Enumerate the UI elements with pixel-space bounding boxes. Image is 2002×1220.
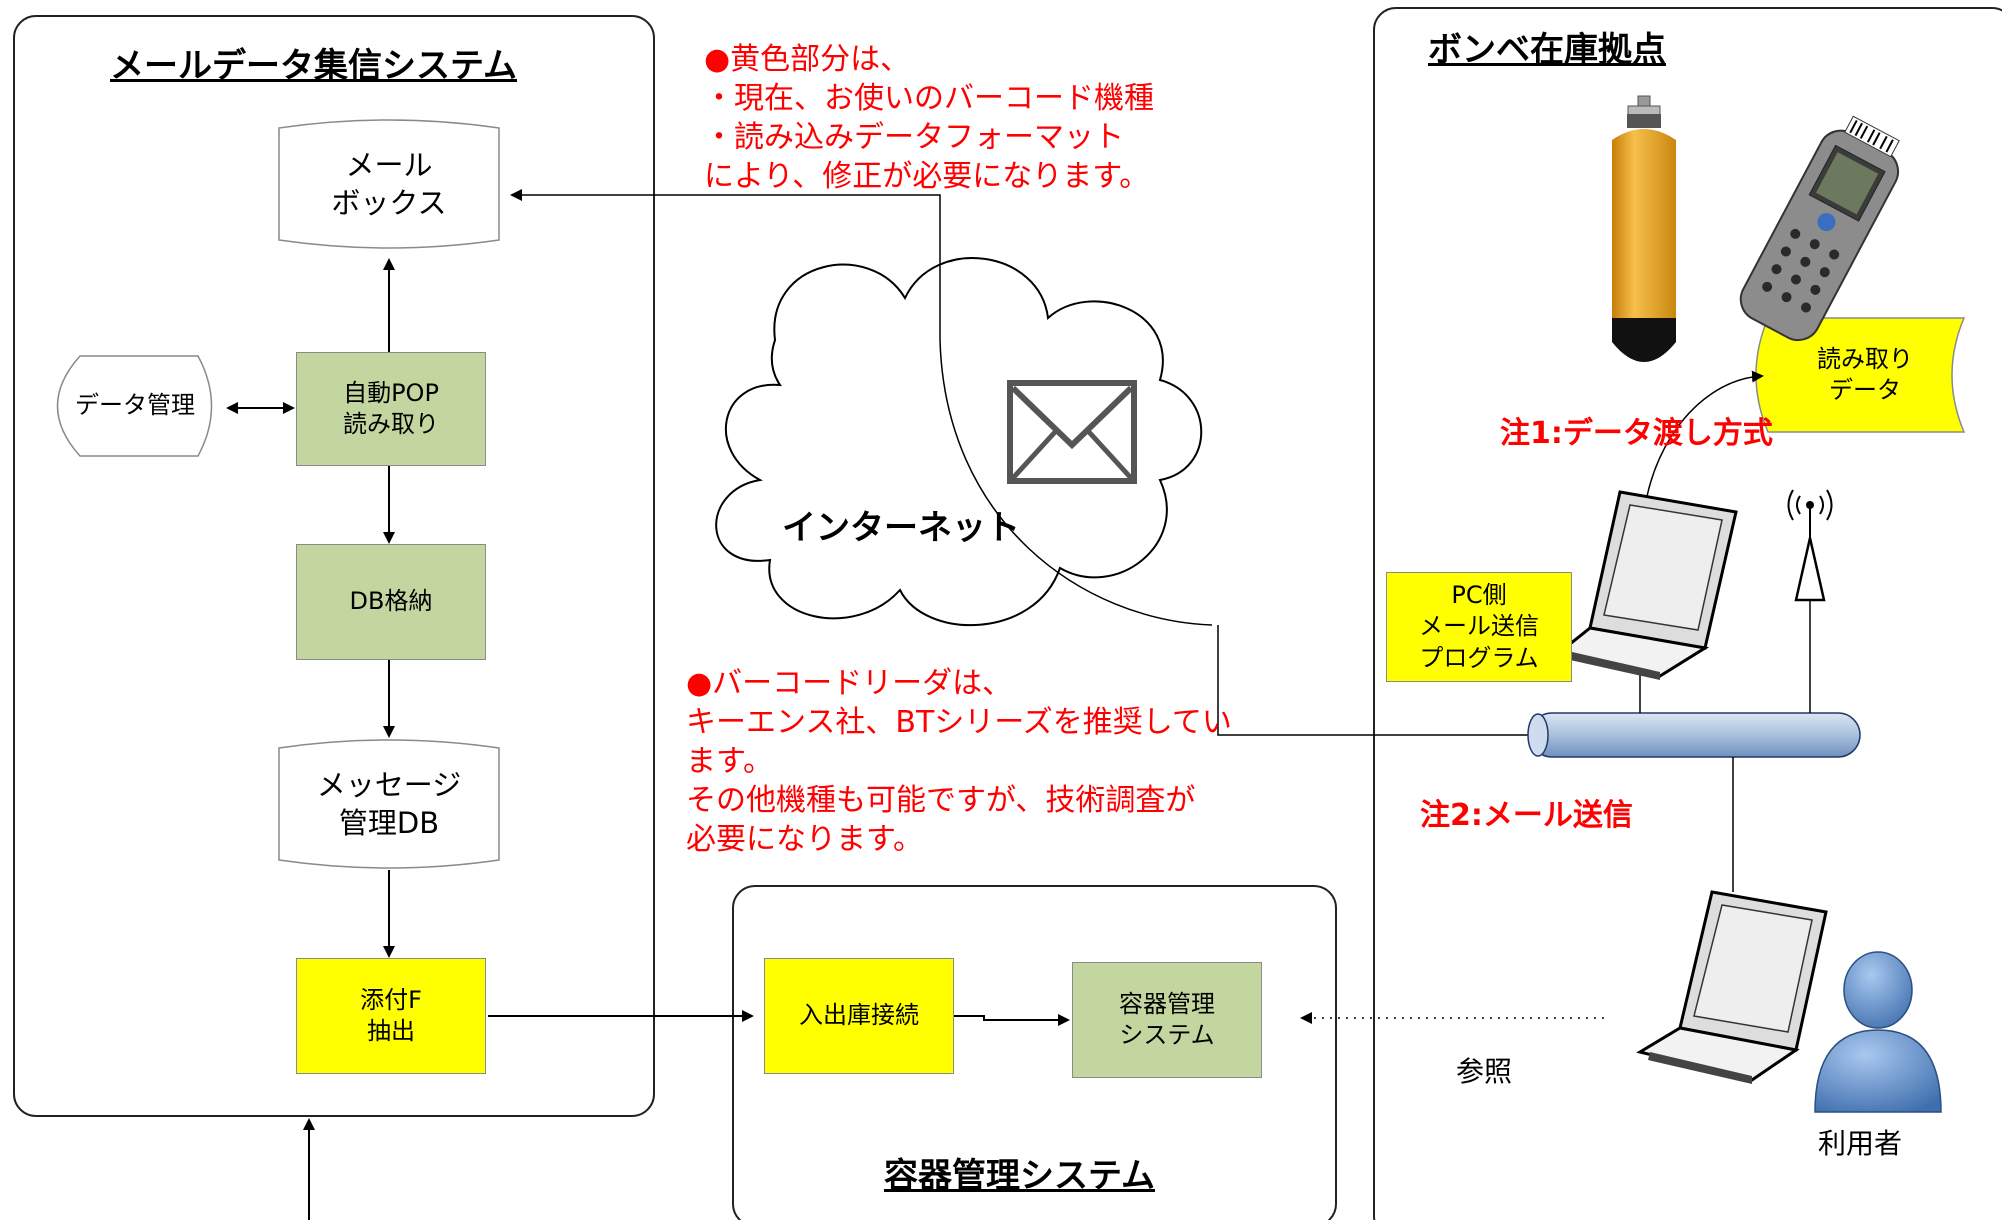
- user-icon: [1814, 951, 1942, 1113]
- mail-system-panel: [13, 15, 655, 1117]
- message-db-node: メッセージ 管理DB: [316, 768, 462, 840]
- gas-cylinder-icon: [1612, 95, 1676, 362]
- mailbox-shape: [278, 119, 500, 249]
- network-pipe-icon: [1527, 712, 1861, 758]
- mail-route-to-pipe: [1217, 625, 1530, 736]
- container-sys-node: 容器管理 システム: [1072, 962, 1262, 1078]
- mailbox-node: メール ボックス: [331, 148, 447, 220]
- message-db-shape: [278, 739, 500, 869]
- read-data-shape: [1755, 317, 1966, 433]
- mail-system-title: メールデータ集信システム: [110, 46, 517, 86]
- laptop-icon: [1556, 490, 1738, 680]
- attach-extract-node: 添付F 抽出: [296, 958, 486, 1074]
- internet-label: インターネット: [782, 508, 1020, 548]
- cylinder-site-panel: [1373, 7, 2002, 1220]
- yellow-part-note: ●黄色部分は、 ・現在、お使いのバーコード機種 ・読み込みデータフォーマット に…: [704, 42, 1154, 194]
- reference-label: 参照: [1456, 1055, 1513, 1088]
- mail-route-line: [510, 189, 1213, 626]
- container-system-panel: [732, 885, 1337, 1220]
- note1-data-transfer: 注1:データ渡し方式: [1500, 416, 1773, 451]
- cylinder-site-title: ボンベ在庫拠点: [1428, 30, 1666, 70]
- container-system-title: 容器管理システム: [884, 1156, 1155, 1196]
- data-mgmt-shape: [56, 355, 213, 457]
- antenna-icon: [1787, 489, 1833, 602]
- read-data-node: 読み取り データ: [1817, 344, 1913, 404]
- arrow-inout-to-container: [954, 1014, 1070, 1026]
- barcode-reader-note: ●バーコードリーダは、 キーエンス社、BTシリーズを推奨してい ます。 その他機…: [686, 666, 1232, 857]
- user-laptop-icon: [1636, 890, 1828, 1084]
- auto-pop-node: 自動POP 読み取り: [296, 352, 486, 466]
- barcode-terminal-icon: [1739, 115, 1900, 342]
- db-store-node: DB格納: [296, 544, 486, 660]
- note2-mail-send: 注2:メール送信: [1420, 798, 1633, 833]
- envelope-icon: [1007, 380, 1137, 484]
- pc-program-node: PC側 メール送信 プログラム: [1386, 572, 1572, 682]
- user-label: 利用者: [1818, 1127, 1903, 1160]
- in-out-conn-node: 入出庫接続: [764, 958, 954, 1074]
- data-mgmt-node: データ管理: [75, 391, 195, 420]
